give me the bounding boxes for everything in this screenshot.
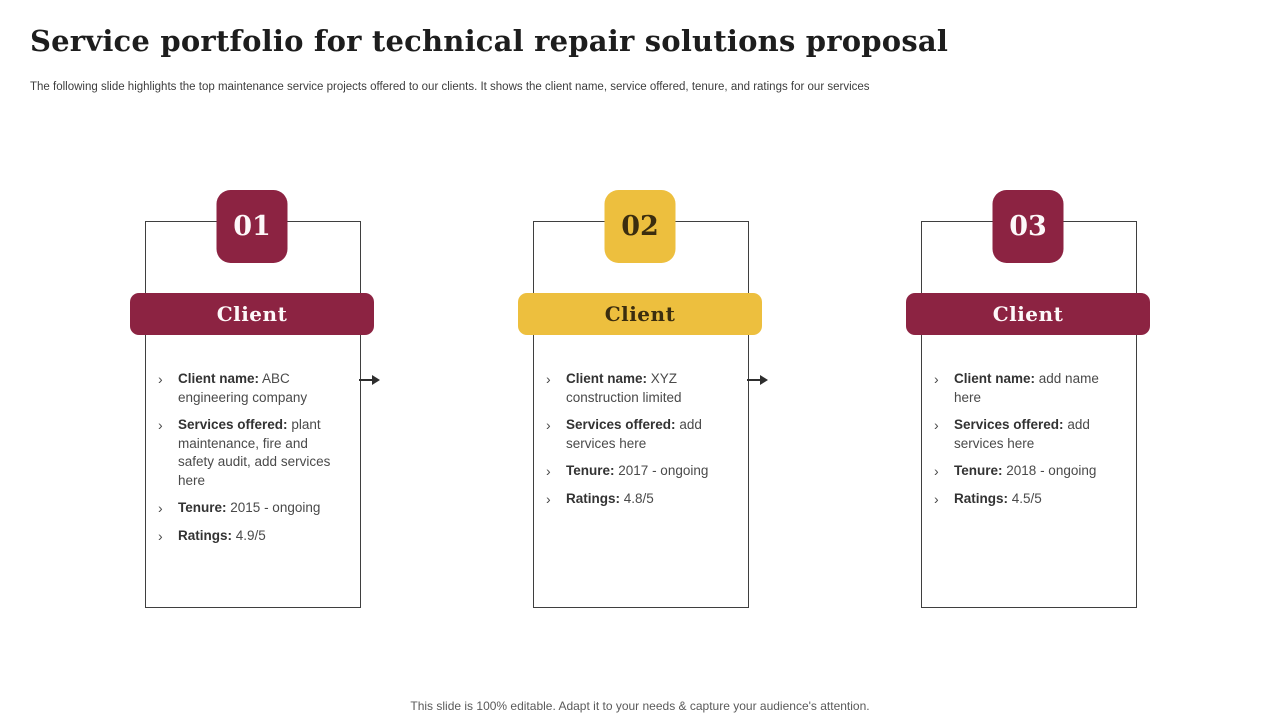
card-bullet-list: ›Client name: XYZ construction limited ›… <box>546 370 726 517</box>
arrow-right-icon <box>747 375 768 385</box>
card-number-badge: 01 <box>216 190 288 263</box>
bullet-client-name: ›Client name: ABC engineering company <box>158 371 308 405</box>
chevron-bullet-icon: › <box>158 371 163 387</box>
chevron-bullet-icon: › <box>934 463 939 479</box>
card-header: Client <box>906 293 1150 335</box>
bullet-ratings: ›Ratings: 4.5/5 <box>934 490 1042 507</box>
chevron-bullet-icon: › <box>158 500 163 516</box>
card-bullet-list: ›Client name: ABC engineering company ›S… <box>158 370 338 554</box>
card-number-badge: 02 <box>604 190 676 263</box>
card-header: Client <box>130 293 374 335</box>
card-outline <box>921 221 1137 608</box>
client-card-3: 03 Client ›Client name: add name here ›S… <box>906 190 1150 620</box>
card-bullet-list: ›Client name: add name here ›Services of… <box>934 370 1114 517</box>
bullet-tenure: ›Tenure: 2018 - ongoing <box>934 463 1097 479</box>
chevron-bullet-icon: › <box>934 490 939 507</box>
page-subtitle: The following slide highlights the top m… <box>30 81 870 93</box>
chevron-bullet-icon: › <box>546 463 551 479</box>
chevron-bullet-icon: › <box>158 527 163 544</box>
chevron-bullet-icon: › <box>546 490 551 507</box>
card-outline <box>533 221 749 608</box>
client-card-2: 02 Client ›Client name: XYZ construction… <box>518 190 768 620</box>
card-number-badge: 03 <box>992 190 1064 263</box>
bullet-services-offered: ›Services offered: add services here <box>934 417 1090 451</box>
bullet-tenure: ›Tenure: 2017 - ongoing <box>546 463 709 479</box>
page-title: Service portfolio for technical repair s… <box>30 24 949 58</box>
chevron-bullet-icon: › <box>546 371 551 387</box>
chevron-bullet-icon: › <box>158 417 163 433</box>
bullet-services-offered: ›Services offered: add services here <box>546 417 702 451</box>
bullet-client-name: ›Client name: add name here <box>934 371 1099 405</box>
chevron-bullet-icon: › <box>934 371 939 387</box>
bullet-services-offered: ›Services offered: plant maintenance, fi… <box>158 417 331 488</box>
bullet-tenure: ›Tenure: 2015 - ongoing <box>158 500 321 516</box>
card-outline <box>145 221 361 608</box>
chevron-bullet-icon: › <box>934 417 939 433</box>
client-card-1: 01 Client ›Client name: ABC engineering … <box>130 190 380 620</box>
arrow-right-icon <box>359 375 380 385</box>
footer-note: This slide is 100% editable. Adapt it to… <box>410 699 870 713</box>
chevron-bullet-icon: › <box>546 417 551 433</box>
bullet-ratings: ›Ratings: 4.9/5 <box>158 527 266 544</box>
bullet-ratings: ›Ratings: 4.8/5 <box>546 490 654 507</box>
card-header: Client <box>518 293 762 335</box>
bullet-client-name: ›Client name: XYZ construction limited <box>546 371 682 405</box>
